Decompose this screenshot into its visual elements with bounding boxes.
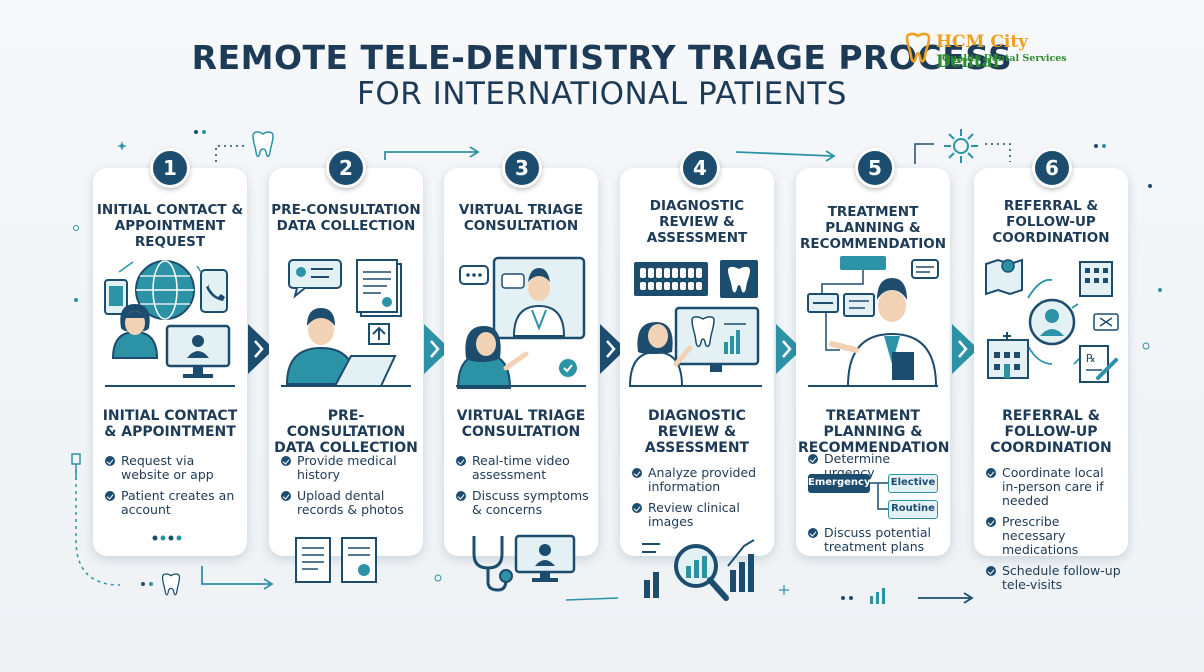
bullet-item: Patient creates an account — [105, 489, 241, 517]
step-title: REFERRAL & FOLLOW-UP COORDINATION — [992, 198, 1110, 246]
gear-icon — [944, 129, 978, 163]
check-icon — [632, 503, 642, 513]
check-icon — [808, 454, 818, 464]
magnifier-chart-icon — [642, 539, 755, 601]
step-number-badge: 2 — [326, 148, 366, 188]
step-title: INITIAL CONTACT & APPOINTMENT REQUEST — [96, 202, 244, 250]
check-icon — [986, 468, 996, 478]
bullet-item: Discuss symptoms & concerns — [456, 489, 592, 517]
step-title: PRE-CONSULTATION DATA COLLECTION — [271, 202, 421, 234]
tooth-logo-icon — [905, 32, 931, 63]
urgency-routine-badge: Routine — [888, 500, 938, 519]
check-icon — [986, 517, 996, 527]
step-section-title: PRE-CONSULTATION DATA COLLECTION — [274, 408, 418, 456]
check-icon — [456, 456, 466, 466]
step-title: DIAGNOSTIC REVIEW & ASSESSMENT — [646, 198, 748, 246]
referral-illustration: ℞ — [985, 258, 1119, 383]
tooth-icon — [161, 573, 181, 596]
bullet-item: Schedule follow-up tele-visits — [986, 564, 1122, 592]
bullet-item: Upload dental records & photos — [281, 489, 417, 517]
step-title: TREATMENT PLANNING & RECOMMENDATION — [799, 204, 946, 252]
logo-brand-name: HCM City Dental — [936, 32, 1029, 72]
step-number-badge: 1 — [150, 148, 190, 188]
step-bullets: Coordinate local in-person care if neede… — [986, 466, 1122, 599]
svg-text:℞: ℞ — [1086, 352, 1096, 365]
bullet-item: Review clinical images — [632, 501, 768, 529]
bullet-item: Request via website or app — [105, 454, 241, 482]
check-icon — [456, 491, 466, 501]
step-number-badge: 5 — [855, 148, 895, 188]
step-bullets: Analyze provided information Review clin… — [632, 466, 768, 536]
step-section-title: INITIAL CONTACT & APPOINTMENT — [102, 408, 238, 440]
chevron-right-icon — [952, 324, 978, 374]
monitor-icon — [514, 534, 576, 582]
step-title: VIRTUAL TRIAGE CONSULTATION — [458, 202, 584, 234]
check-icon — [105, 456, 115, 466]
bullet-item: Discuss potential treatment plans — [808, 526, 944, 554]
step-bullets: Real-time video assessment Discuss sympt… — [456, 454, 592, 524]
step-bullets: Discuss potential treatment plans — [808, 526, 944, 561]
pagination-dots — [152, 535, 182, 541]
treatment-planning-illustration — [807, 256, 939, 387]
chevron-right-icon — [248, 324, 274, 374]
step-bullets: Request via website or app Patient creat… — [105, 454, 241, 524]
step-section-title: VIRTUAL TRIAGE CONSULTATION — [456, 408, 586, 440]
step-card-5: TREATMENT PLANNING & RECOMMENDATION TREA… — [796, 168, 950, 556]
step-section-title: TREATMENT PLANNING & RECOMMENDATION — [798, 408, 950, 456]
step-card-6: REFERRAL & FOLLOW-UP COORDINATION ℞ REFE… — [974, 168, 1128, 592]
step-card-3: VIRTUAL TRIAGE CONSULTATION VIRTUAL TRIA… — [444, 168, 598, 556]
bullet-item: Coordinate local in-person care if neede… — [986, 466, 1122, 508]
page-subtitle: FOR INTERNATIONAL PATIENTS — [357, 76, 847, 112]
logo-tagline: Quality Dental Services — [942, 53, 1067, 64]
bullet-item: Prescribe necessary medications — [986, 515, 1122, 557]
check-icon — [281, 456, 291, 466]
chevron-right-icon — [776, 324, 802, 374]
video-consultation-illustration — [456, 256, 586, 389]
step-bullets: Provide medical history Upload dental re… — [281, 454, 417, 524]
contact-request-illustration — [104, 260, 235, 387]
stethoscope-icon — [472, 536, 513, 592]
urgency-connectors — [870, 482, 888, 510]
tooth-icon — [252, 131, 274, 158]
check-icon — [105, 491, 115, 501]
check-icon — [808, 528, 818, 538]
chevron-right-icon — [424, 324, 450, 374]
step-section-title: REFERRAL & FOLLOW-UP COORDINATION — [990, 408, 1112, 456]
step-number-badge: 4 — [680, 148, 720, 188]
urgency-emergency-badge: Emergency — [808, 474, 870, 493]
data-collection-illustration — [281, 259, 411, 387]
chevron-right-icon — [600, 324, 626, 374]
check-icon — [281, 491, 291, 501]
page-title: REMOTE TELE-DENTISTRY TRIAGE PROCESS — [191, 38, 1013, 77]
brand-logo: HCM City Dental Quality Dental Services — [902, 32, 1082, 72]
diagnostic-illustration — [628, 260, 762, 387]
documents-icon — [295, 537, 377, 583]
urgency-elective-badge: Elective — [888, 474, 938, 493]
bullet-item: Provide medical history — [281, 454, 417, 482]
step-section-title: DIAGNOSTIC REVIEW & ASSESSMENT — [644, 408, 750, 456]
check-icon — [632, 468, 642, 478]
bullet-item: Analyze provided information — [632, 466, 768, 494]
step-card-2: PRE-CONSULTATION DATA COLLECTION PRE-CON… — [269, 168, 423, 556]
step-number-badge: 6 — [1032, 148, 1072, 188]
plug-icon — [71, 453, 81, 480]
chart-icon — [870, 588, 885, 604]
step-card-1: INITIAL CONTACT & APPOINTMENT REQUEST IN… — [93, 168, 247, 556]
step-number-badge: 3 — [502, 148, 542, 188]
bullet-item: Real-time video assessment — [456, 454, 592, 482]
step-card-4: DIAGNOSTIC REVIEW & ASSESSMENT DIAGNOSTI… — [620, 168, 774, 556]
check-icon — [986, 566, 996, 576]
